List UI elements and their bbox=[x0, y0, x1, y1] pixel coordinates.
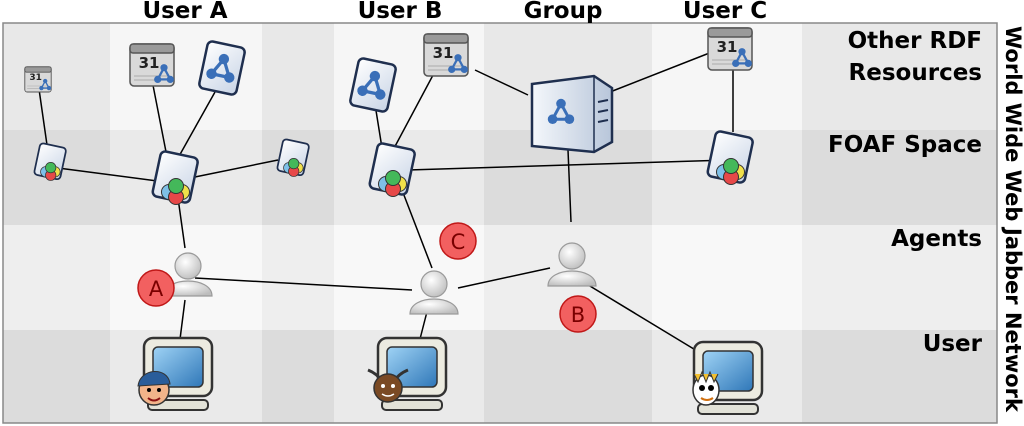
column-headers: User A User B Group User C bbox=[142, 0, 767, 24]
badge-b-label: B bbox=[571, 303, 585, 327]
calendar-day-label: 31 bbox=[139, 54, 160, 72]
user-avatar-icon bbox=[367, 368, 409, 403]
rdf-document-icon bbox=[198, 41, 245, 96]
rdf-server-icon bbox=[530, 74, 614, 154]
user-avatar-icon bbox=[692, 370, 720, 406]
row-label-foaf-space: FOAF Space bbox=[828, 132, 982, 158]
side-label-jabber-network: Jabber Network bbox=[1001, 226, 1024, 413]
calendar-rdf-icon: 31 bbox=[25, 67, 51, 92]
row-label-agents: Agents bbox=[891, 226, 982, 252]
badge-a-label: A bbox=[149, 277, 164, 301]
foaf-document-icon bbox=[275, 137, 311, 178]
user-avatar-icon bbox=[137, 371, 171, 406]
row-labels: Other RDF Resources FOAF Space Agents Us… bbox=[828, 28, 983, 357]
row-label-user: User bbox=[923, 331, 983, 357]
column-header-group: Group bbox=[524, 0, 603, 24]
row-label-other-rdf-line2: Resources bbox=[849, 60, 982, 86]
badge-c: C bbox=[439, 222, 477, 260]
foaf-document-icon bbox=[367, 141, 417, 198]
user-computer-icon bbox=[137, 336, 214, 412]
badge-c-label: C bbox=[451, 230, 466, 254]
side-label-world-wide-web: World Wide Web bbox=[1001, 26, 1024, 221]
user-computer-icon bbox=[367, 336, 448, 412]
calendar-day-label: 31 bbox=[29, 73, 42, 83]
row-label-other-rdf-line1: Other RDF bbox=[848, 28, 982, 54]
rdf-document-icon bbox=[349, 58, 396, 113]
side-labels: World Wide Web Jabber Network bbox=[1001, 26, 1024, 413]
badge-a: A bbox=[137, 269, 175, 307]
calendar-day-label: 31 bbox=[717, 38, 738, 56]
calendar-rdf-icon: 31 bbox=[130, 44, 174, 86]
foaf-document-icon bbox=[705, 129, 755, 186]
column-header-user-a: User A bbox=[142, 0, 227, 24]
calendar-day-label: 31 bbox=[433, 44, 454, 62]
foaf-document-icon bbox=[32, 141, 68, 182]
user-computer-icon bbox=[692, 340, 764, 416]
column-header-user-b: User B bbox=[358, 0, 443, 24]
calendar-rdf-icon: 31 bbox=[708, 28, 752, 70]
calendar-rdf-icon: 31 bbox=[424, 34, 468, 76]
foaf-document-icon bbox=[150, 149, 200, 206]
badge-b: B bbox=[559, 295, 597, 333]
column-header-user-c: User C bbox=[683, 0, 767, 24]
